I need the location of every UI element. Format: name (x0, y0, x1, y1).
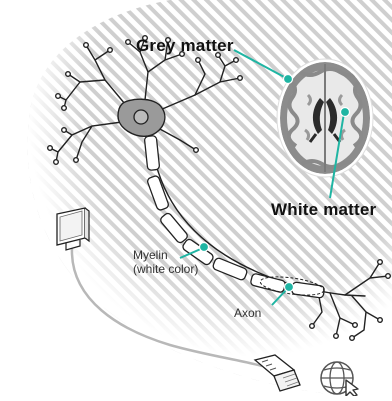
axon-label: Axon (234, 306, 261, 320)
grey-matter-label: Grey matter (136, 36, 234, 56)
white-matter-label: White matter (271, 200, 376, 220)
myelin-label: Myelin (white color) (133, 248, 198, 276)
myelin-label-line2: (white color) (133, 262, 198, 276)
myelin-label-line1: Myelin (133, 248, 198, 262)
